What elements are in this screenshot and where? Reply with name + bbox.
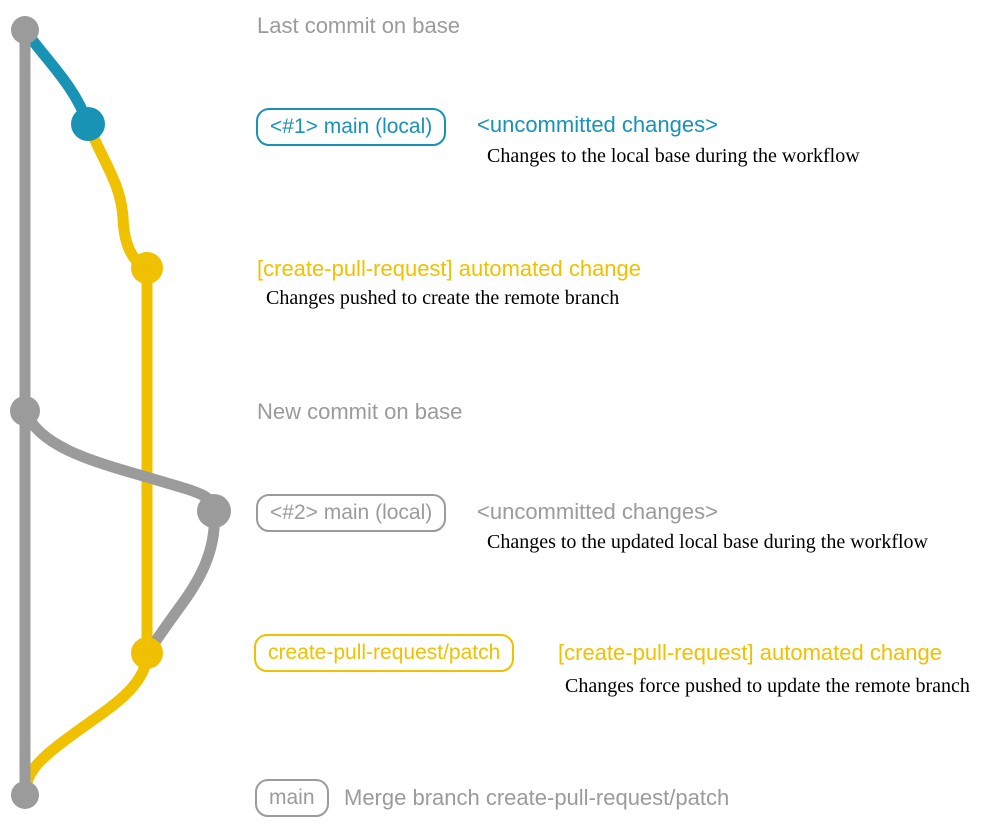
- branch-line-main-local-2-in: [142, 505, 220, 659]
- branch-line-create-pull-request: [82, 118, 153, 659]
- commit-dot-merge: [11, 781, 39, 809]
- merge-line-create-pull-request: [19, 647, 153, 800]
- commit-dot-local-change-1: [71, 107, 105, 141]
- branch-label-create-pull-request-patch: create-pull-request/patch: [254, 634, 515, 672]
- commit-dot-last-base: [11, 16, 39, 44]
- annotation-last-commit-on-base: Last commit on base: [257, 12, 460, 38]
- description-local-change-2: Changes to the updated local base during…: [487, 531, 928, 553]
- description-automated-change-2: Changes force pushed to update the remot…: [565, 675, 970, 697]
- status-uncommitted-changes-1: <uncommitted changes>: [477, 111, 718, 137]
- description-local-change-1: Changes to the local base during the wor…: [487, 145, 860, 167]
- commit-dot-local-change-2: [197, 494, 231, 528]
- status-uncommitted-changes-2: <uncommitted changes>: [477, 498, 718, 524]
- branch-label-main: main: [255, 779, 329, 817]
- annotation-new-commit-on-base: New commit on base: [257, 398, 463, 424]
- branch-label-main-local-1: <#1> main (local): [256, 108, 447, 146]
- commit-message-automated-change-2: [create-pull-request] automated change: [558, 639, 943, 665]
- git-graph: [10, 16, 231, 809]
- branch-label-main-local-2: <#2> main (local): [256, 494, 447, 532]
- commit-dot-new-base: [10, 396, 40, 426]
- commit-message-automated-change-1: [create-pull-request] automated change: [257, 255, 642, 281]
- commit-dot-automated-change-1: [131, 252, 163, 284]
- branch-line-main-local-2-out: [19, 405, 220, 517]
- commit-dot-automated-change-2: [131, 637, 163, 669]
- description-automated-change-1: Changes pushed to create the remote bran…: [266, 287, 620, 309]
- commit-message-merge: Merge branch create-pull-request/patch: [344, 784, 730, 810]
